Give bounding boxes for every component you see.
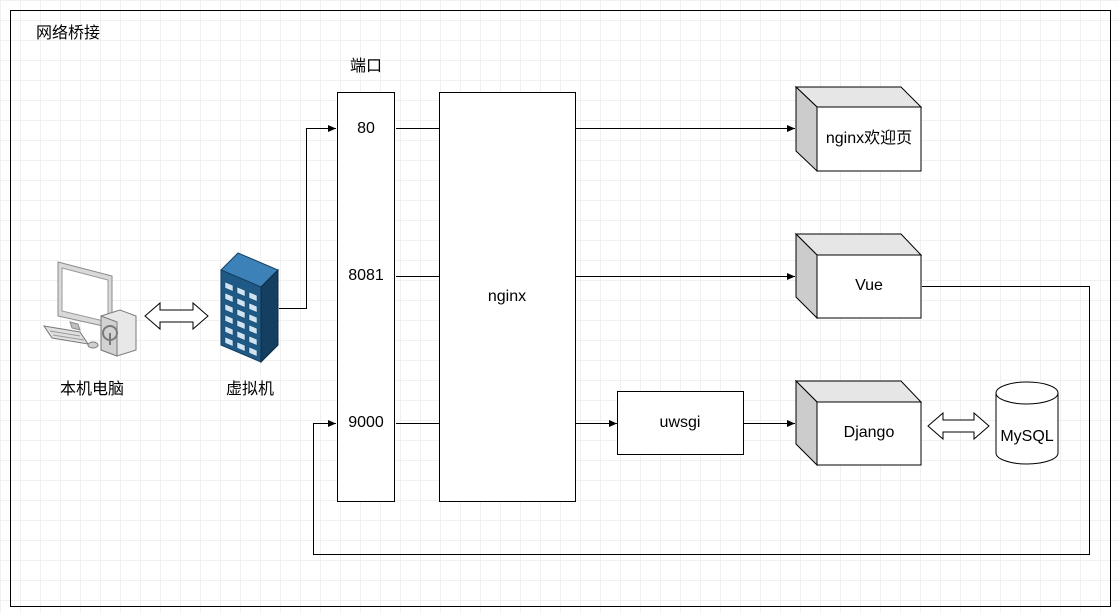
building-server-icon	[220, 252, 279, 364]
diagram-title: 网络桥接	[36, 25, 101, 42]
building-window	[236, 286, 246, 297]
building-window	[224, 336, 234, 347]
welcome-label: nginx欢迎页	[825, 130, 913, 147]
bridge-frame	[10, 10, 1111, 607]
port-8081-label[interactable]: 8081	[348, 267, 384, 284]
uwsgi-box[interactable]	[617, 391, 744, 455]
vue-label: Vue	[855, 277, 883, 294]
welcome-cube[interactable]	[794, 85, 923, 173]
vue-loop-to-9000-arrow	[313, 286, 1090, 555]
building-window	[248, 335, 258, 346]
building-window	[224, 292, 234, 303]
vm-label: 虚拟机	[225, 381, 275, 398]
port-column[interactable]	[337, 92, 395, 502]
building-window	[248, 291, 258, 302]
nginx-label: nginx	[487, 288, 527, 305]
django-cube[interactable]	[794, 379, 923, 467]
port-header: 端口	[349, 58, 383, 75]
pc-vm-double-arrow	[144, 301, 209, 331]
pc-label: 本机电脑	[59, 381, 125, 398]
building-window	[224, 281, 234, 292]
building-window	[224, 303, 234, 314]
django-mysql-double-arrow	[927, 411, 990, 441]
vm-to-port80-arrow	[279, 124, 336, 309]
building-window	[248, 313, 258, 324]
django-label: Django	[843, 424, 895, 441]
building-window	[236, 308, 246, 319]
building-window	[236, 297, 246, 308]
port-9000-label[interactable]: 9000	[348, 414, 384, 431]
building-window	[224, 325, 234, 336]
uwsgi-label: uwsgi	[659, 414, 701, 431]
mysql-cylinder[interactable]	[995, 381, 1059, 465]
building-window	[236, 319, 246, 330]
building-window	[224, 314, 234, 325]
building-window	[248, 302, 258, 313]
building-window	[236, 330, 246, 341]
building-window	[248, 324, 258, 335]
mysql-label: MySQL	[1000, 428, 1054, 445]
nginx-box[interactable]	[439, 92, 576, 502]
building-window	[248, 346, 258, 357]
port-80-label[interactable]: 80	[357, 120, 375, 137]
vue-cube[interactable]	[794, 232, 923, 320]
desktop-computer-icon	[42, 261, 137, 357]
building-window	[236, 341, 246, 352]
